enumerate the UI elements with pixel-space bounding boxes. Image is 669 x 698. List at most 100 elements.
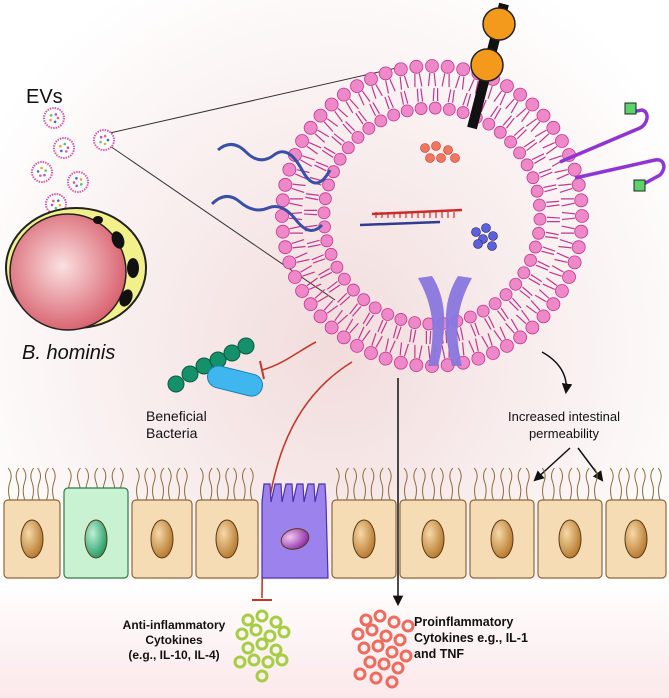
lipid-tail: [447, 89, 452, 103]
lipid-head-inner: [333, 152, 347, 166]
cell-nucleus: [421, 519, 445, 559]
pro-cytokine: [371, 639, 385, 653]
lipid-tail: [521, 110, 530, 123]
microvillus: [618, 467, 623, 501]
protein-tip-top: [624, 102, 637, 115]
lipid-tail: [545, 231, 559, 236]
anti-cytokine: [261, 655, 275, 669]
lipid-tail: [510, 318, 519, 331]
microvillus: [517, 467, 522, 501]
microvillus: [387, 467, 392, 501]
anti-cytokine: [241, 613, 255, 627]
anti-cytokine: [255, 669, 269, 683]
lipid-tail: [345, 101, 354, 114]
lipid-head-inner: [493, 125, 507, 139]
pro-cytokine: [369, 671, 383, 685]
lipid-head-outer: [525, 320, 540, 335]
lipid-tail: [508, 300, 519, 311]
lipid-tail: [369, 103, 377, 117]
permeability-label-line-2: permeability: [528, 426, 600, 441]
lipid-head-inner: [362, 121, 376, 135]
lipid-head-inner: [346, 283, 360, 297]
lipid-tail: [542, 283, 555, 290]
microvillus: [199, 467, 204, 501]
pro-cytokine: [385, 675, 399, 689]
lipid-tail: [487, 86, 493, 99]
lipid-tail: [500, 307, 509, 320]
lipid-tail: [522, 286, 533, 297]
lipid-head-outer: [471, 351, 486, 366]
lipid-tail: [339, 295, 351, 306]
small-ev-cargo: [52, 199, 55, 203]
membrane-receptor: [467, 2, 516, 130]
permeability-label-line-1: Increased intestinal: [507, 409, 620, 424]
microvillus: [45, 467, 49, 501]
microvillus: [650, 467, 655, 501]
pro-cytokine: [379, 629, 393, 643]
lipid-head-outer: [278, 177, 293, 192]
small-ev-cargo: [56, 199, 60, 202]
lipid-tail: [317, 294, 330, 303]
lipid-tail: [511, 297, 522, 309]
lipid-tail: [534, 294, 547, 303]
lumen-background: [0, 580, 669, 698]
lipid-head-outer: [295, 134, 309, 148]
lipid-tail: [545, 236, 559, 239]
lipid-tail: [538, 289, 550, 299]
lipid-head-outer: [278, 240, 293, 255]
extracellular-vesicle: [275, 59, 589, 373]
microvillus: [657, 467, 662, 501]
small-ev-cargo: [103, 134, 107, 138]
lipid-tail: [496, 310, 506, 322]
lipid-head-inner: [317, 206, 331, 220]
lipid-tail: [309, 142, 322, 149]
small-ev-cargo: [79, 178, 83, 181]
lipid-head-outer: [350, 339, 364, 353]
lipid-tail: [314, 289, 326, 299]
microvillus: [345, 467, 349, 501]
lipid-tail: [412, 329, 417, 343]
microvillus: [160, 467, 165, 501]
small-ev: [31, 161, 53, 183]
small-ev-cargo: [53, 120, 57, 124]
pro-cytokine: [385, 645, 399, 659]
anti-cytokine: [263, 629, 277, 643]
small-ev-cargo: [64, 150, 68, 153]
lipid-tail: [515, 107, 527, 118]
lipid-head-inner: [533, 212, 547, 226]
lipid-head-inner: [322, 178, 335, 192]
lipid-tail: [389, 79, 396, 92]
microvillus: [413, 467, 418, 501]
lipid-head-outer: [486, 346, 500, 360]
lipid-tail: [304, 224, 318, 228]
microvillus: [167, 467, 172, 501]
small-ev-cargo: [36, 170, 40, 173]
lipid-tail: [525, 305, 538, 314]
lipid-tail: [487, 333, 493, 346]
lipid-tail: [530, 274, 543, 283]
lipid-tail: [540, 171, 553, 178]
microvillus: [421, 467, 426, 501]
lipid-tail: [358, 110, 368, 122]
lipid-tail: [323, 299, 334, 311]
lipid-head-outer: [303, 120, 318, 135]
lipid-tail: [372, 102, 380, 114]
lipid-tail: [554, 169, 568, 174]
microvillus: [568, 467, 573, 501]
lipid-tail: [377, 319, 384, 333]
microvillus: [431, 467, 436, 501]
lipid-tail: [303, 213, 318, 216]
rna-strands: [210, 143, 332, 232]
lipid-head-inner: [381, 308, 395, 321]
lipid-tail: [337, 107, 349, 118]
small-ev-cargo: [72, 181, 76, 184]
lipid-head-outer: [571, 240, 586, 255]
microvillus: [379, 467, 384, 501]
small-ev-cargo: [63, 142, 67, 146]
lipid-head-inner: [530, 184, 544, 198]
lipid-head-outer: [546, 120, 561, 135]
lipid-head-inner: [488, 297, 502, 311]
lipid-tail: [466, 93, 472, 107]
microvillus: [449, 467, 454, 501]
